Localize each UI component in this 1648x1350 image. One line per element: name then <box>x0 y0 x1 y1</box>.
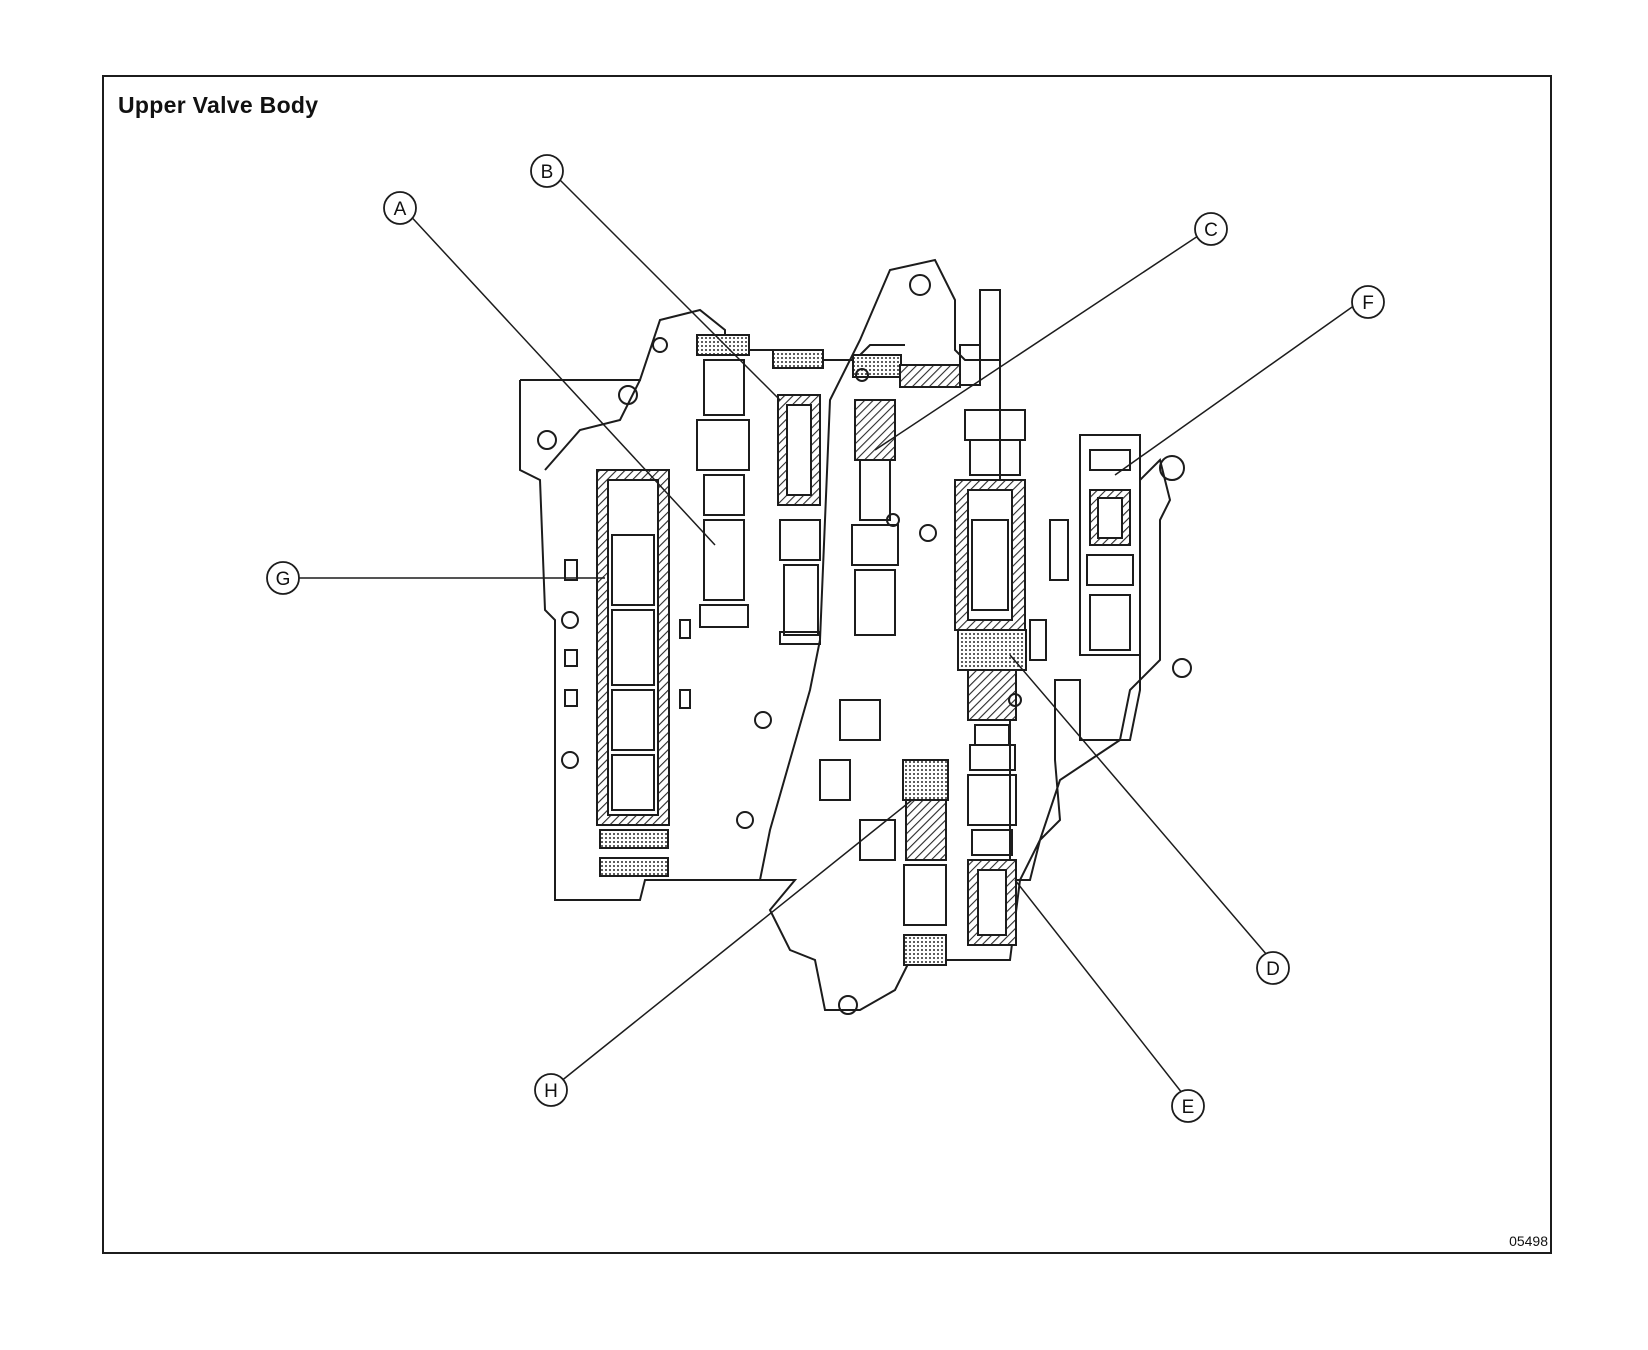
callout-a-label: A <box>394 199 407 220</box>
callout-h: H <box>534 1073 568 1107</box>
leader-line-b <box>552 172 781 401</box>
callout-d-label: D <box>1266 959 1280 980</box>
diagram-title: Upper Valve Body <box>118 92 319 118</box>
callout-g-label: G <box>276 569 291 590</box>
callout-a: A <box>383 191 417 225</box>
callout-f: F <box>1351 285 1385 319</box>
callout-f-label: F <box>1362 293 1374 314</box>
callout-g: G <box>266 561 300 595</box>
callout-c: C <box>1194 212 1228 246</box>
leader-line-h <box>559 799 913 1083</box>
callout-e: E <box>1171 1089 1205 1123</box>
leader-lines <box>298 172 1363 1099</box>
callout-d: D <box>1256 951 1290 985</box>
callout-b-label: B <box>541 162 554 183</box>
callout-e-label: E <box>1182 1097 1195 1118</box>
leader-line-a <box>404 209 716 546</box>
leader-line-d <box>1009 654 1268 956</box>
callout-h-label: H <box>544 1081 558 1102</box>
leader-line-f <box>1114 299 1363 476</box>
callout-c-label: C <box>1204 220 1218 241</box>
callouts: A B C F G D E H <box>266 154 1385 1123</box>
callout-b: B <box>530 154 564 188</box>
figure-code: 05498 <box>1509 1233 1548 1249</box>
valve-body-outline <box>519 258 1192 1015</box>
diagram-frame <box>102 75 1552 1254</box>
leader-line-c <box>874 231 1205 451</box>
leader-line-e <box>1014 879 1187 1099</box>
